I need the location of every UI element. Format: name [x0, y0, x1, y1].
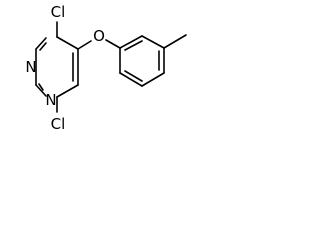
atom-labels: Cl N N O Cl — [25, 3, 105, 133]
bond-c6-n1 — [56, 84, 79, 98]
structural-formula: Cl N N O Cl — [25, 3, 187, 133]
bond-b5-b6-inner — [124, 70, 143, 82]
atom-label-cl-top: Cl — [51, 3, 66, 21]
bond-b4-b5 — [141, 72, 165, 87]
atom-label-o: O — [93, 27, 105, 45]
atom-label-n-lower: N — [45, 91, 56, 109]
substituent-bonds — [56, 21, 121, 113]
bond-c4-c5 — [56, 36, 79, 50]
benzene-ring — [119, 34, 187, 87]
bond-c5-o — [77, 40, 92, 50]
bond-n1-c2 — [35, 84, 47, 97]
atom-label-n-upper: N — [25, 58, 36, 76]
bond-b1-b2-inner — [124, 40, 143, 51]
bond-b1-b2 — [119, 35, 143, 49]
pyrimidine-ring — [35, 36, 79, 98]
bond-n3-c4-inner — [39, 42, 47, 51]
bond-n3-c4 — [35, 37, 47, 50]
bond-b2-b3 — [141, 35, 165, 49]
atom-label-cl-bottom: Cl — [51, 115, 66, 133]
bond-o-aryl — [105, 39, 121, 49]
bond-methyl — [163, 34, 187, 49]
bond-n1-c2-inner — [38, 83, 44, 91]
bond-b5-b6 — [119, 72, 143, 87]
